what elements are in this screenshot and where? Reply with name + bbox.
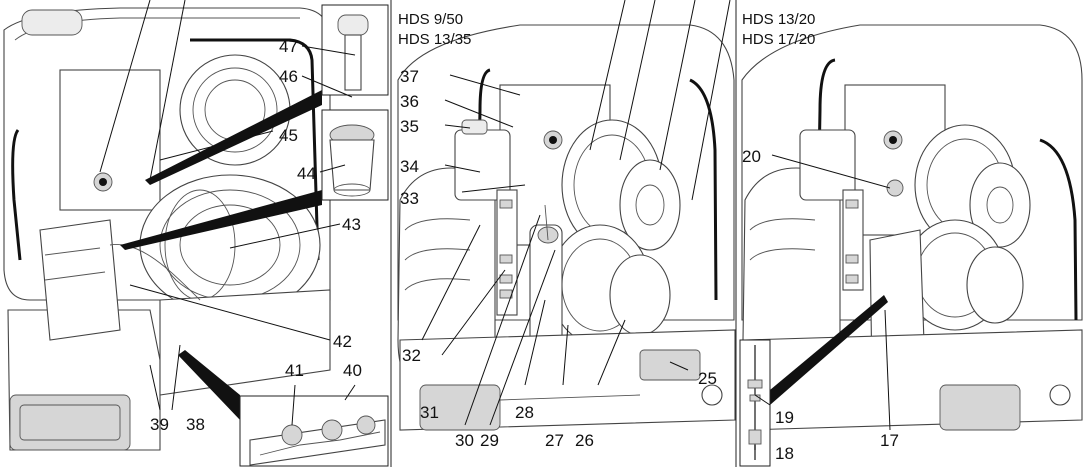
callout-number: 32	[402, 346, 421, 365]
callout-number: 35	[400, 117, 419, 136]
callout-number: 41	[285, 361, 304, 380]
callout-number: 44	[297, 164, 316, 183]
left-machine-illustration	[3, 7, 331, 451]
callout-number: 31	[420, 403, 439, 422]
callout-number: 34	[400, 157, 419, 176]
panel-dividers	[390, 0, 737, 467]
callout-number: 40	[343, 361, 362, 380]
callout-number: 37	[400, 67, 419, 86]
callout-number: 38	[186, 415, 205, 434]
right-machine-illustration	[741, 24, 1083, 431]
callout-number: 36	[400, 92, 419, 111]
callout-number: 39	[150, 415, 169, 434]
callout-number: 27	[545, 431, 564, 450]
callout-number: 45	[279, 126, 298, 145]
callout-number: 29	[480, 431, 499, 450]
callout-number: 43	[342, 215, 361, 234]
model-label: HDS 17/20	[742, 31, 815, 48]
callout-number: 26	[575, 431, 594, 450]
callout-number: 47	[279, 37, 298, 56]
leader-lines	[99, 0, 891, 450]
callout-number: 28	[515, 403, 534, 422]
callout-number: 20	[742, 147, 761, 166]
callout-number: 25	[698, 369, 717, 388]
callout-number: 42	[333, 332, 352, 351]
middle-machine-illustration	[397, 24, 736, 431]
callout-number: 33	[400, 189, 419, 208]
left-inset-filter	[321, 4, 389, 201]
model-labels: HDS 9/50 HDS 13/35 HDS 13/20 HDS 17/20	[398, 11, 815, 48]
right-inset-rod	[739, 339, 771, 467]
callout-number: 30	[455, 431, 474, 450]
model-label: HDS 9/50	[398, 11, 463, 28]
callout-number: 46	[279, 67, 298, 86]
model-label: HDS 13/35	[398, 31, 471, 48]
callout-number: 19	[775, 408, 794, 427]
callout-number: 18	[775, 444, 794, 463]
left-inset-connectors	[239, 395, 389, 467]
model-label: HDS 13/20	[742, 11, 815, 28]
callout-numbers: 47 46 45 44 43 42 41 40 39 38 37 36 35 3…	[150, 37, 899, 463]
callout-number: 17	[880, 431, 899, 450]
